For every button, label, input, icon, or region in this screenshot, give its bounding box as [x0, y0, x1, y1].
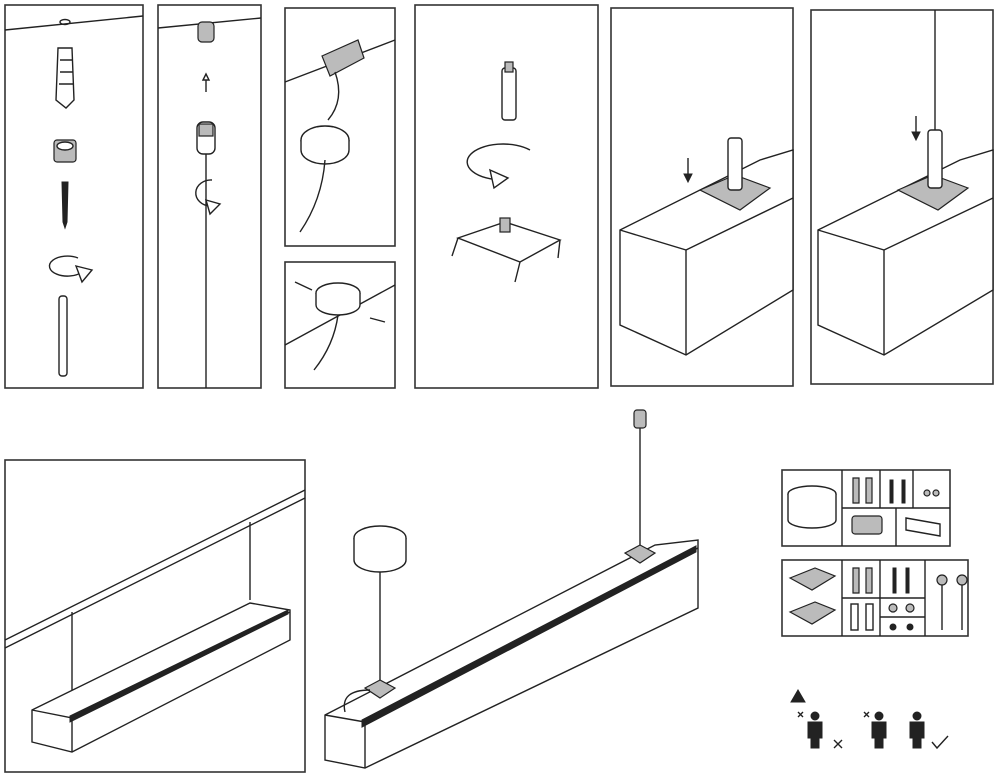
person-icon	[863, 711, 887, 749]
cross-icon	[797, 711, 843, 749]
pendant-lamp-assembly	[324, 409, 699, 769]
nut-icon	[53, 139, 77, 163]
rotate-arrow-icon	[466, 143, 531, 181]
rotate-arrow-icon	[48, 255, 94, 284]
step-panel-lamp-mount	[610, 7, 794, 387]
parts-box-suspension-kit	[781, 559, 969, 637]
step-panel-canopy-wiring	[284, 7, 396, 247]
check-icon	[931, 735, 949, 750]
step-panel-clip-stud	[414, 4, 599, 389]
parts-box-canopy-kit	[781, 469, 951, 547]
step-panel-suspension-wire	[157, 4, 262, 389]
step-panel-lamp-wire	[810, 9, 994, 385]
arrow-up-icon	[201, 72, 211, 81]
screw-icon	[61, 181, 69, 230]
step-panel-hung-lamp	[4, 459, 306, 773]
step-panel-anchor	[4, 4, 144, 389]
person-icon	[909, 711, 925, 749]
warning-icon	[790, 689, 806, 703]
person-icon	[807, 711, 823, 749]
step-panel-canopy-fixed	[284, 261, 396, 389]
wall-plug-icon	[55, 47, 75, 109]
rod-icon	[58, 295, 68, 377]
